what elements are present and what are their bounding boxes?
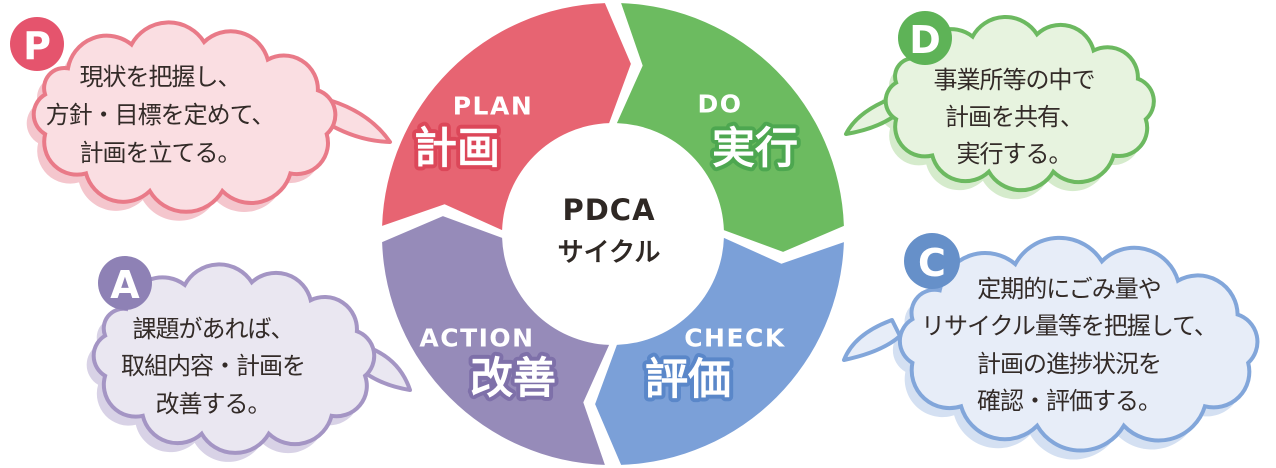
bubble-do-text: 事業所等の中で 計画を共有、 実行する。 [934,66,1096,168]
bubble-plan-line: 計画を立てる。 [80,139,241,167]
segment-label-action-en: ACTION [419,324,534,353]
center-title-line2: サイクル [558,238,661,268]
bubble-plan-text: 現状を把握し、 方針・目標を定めて、 計画を立てる。 [46,63,276,167]
bubble-plan-badge [10,17,64,71]
bubble-action-line: 取組内容・計画を [121,352,305,380]
bubble-check-text: 定期的にごみ量や リサイクル量等を把握して、 計画の進捗状況を 確認・評価する。 [921,275,1218,415]
segment-label-plan-en: PLAN [453,92,534,121]
bubble-do-badge [898,11,952,65]
bubble-check-tail [842,318,902,362]
bubble-plan: P 現状を把握し、 方針・目標を定めて、 計画を立てる。 [10,17,392,221]
segment-label-plan-ja: 計画 [414,124,500,174]
segment-label-do-ja: 実行 [712,124,798,174]
ring-center-title: PDCA サイクル [558,193,661,268]
bubble-plan-badge-letter: P [23,24,51,68]
bubble-action-line: 改善する。 [156,390,271,418]
ring-segment-plan [382,3,631,231]
ring-segment-action [382,216,610,465]
bubble-plan-cloud [31,20,338,214]
bubble-do-line: 計画を共有、 [945,103,1083,131]
bubble-plan-line: 現状を把握し、 [80,63,241,91]
bubble-do-cloud [883,15,1156,193]
bubble-action-badge-letter: A [110,263,140,307]
segment-label-do-en: DO [697,90,742,119]
bubble-action-text: 課題があれば、 取組内容・計画を 改善する。 [121,315,306,418]
bubble-check-line: 定期的にごみ量や [977,275,1161,303]
segment-label-check-en: CHECK [684,324,786,353]
bubble-check-line: 計画の進捗状況を [977,350,1161,378]
bubble-check-badge [904,233,960,289]
bubble-check-badge-letter: C [918,241,946,285]
bubble-check-line: リサイクル量等を把握して、 [921,312,1217,340]
bubble-check: C 定期的にごみ量や リサイクル量等を把握して、 計画の進捗状況を 確認・評価す… [842,233,1260,460]
bubble-plan-line: 方針・目標を定めて、 [46,101,275,129]
segment-label-check-ja: 評価 [645,355,731,405]
bubble-action-line: 課題があれば、 [133,315,294,343]
bubble-action-cloud [91,262,377,455]
bubble-action-badge [98,256,152,310]
bubble-check-cloud [897,235,1260,453]
bubble-do-line: 事業所等の中で [934,66,1095,94]
segment-label-action-ja: 改善 [470,354,556,404]
ring-segment-check [595,237,844,465]
center-title-line1: PDCA [562,193,655,227]
bubble-do: D 事業所等の中で 計画を共有、 実行する。 [844,11,1156,200]
pdca-ring: PLAN 計画 DO 実行 CHECK 評価 ACTION 改善 PDCA サイ… [382,3,844,465]
bubble-do-badge-letter: D [909,18,941,62]
ring-segment-do [616,3,844,252]
bubble-do-line: 実行する。 [957,140,1072,168]
bubble-action: A 課題があれば、 取組内容・計画を 改善する。 [86,256,412,462]
bubble-check-line: 確認・評価する。 [977,387,1161,415]
